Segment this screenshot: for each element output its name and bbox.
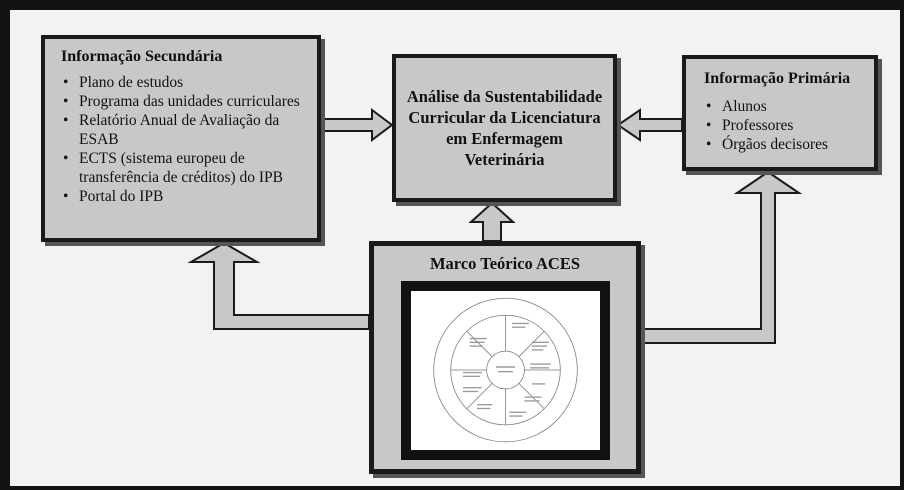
arrow-aces-to-analysis bbox=[468, 201, 516, 242]
analysis-box: Análise da Sustentabilidade Curricular d… bbox=[392, 54, 617, 202]
arrow-aces-to-primary bbox=[640, 170, 803, 344]
aces-circle-graphic bbox=[433, 297, 578, 443]
primary-info-list: Alunos Professores Órgãos decisores bbox=[704, 97, 868, 154]
list-item: Plano de estudos bbox=[61, 73, 311, 92]
arrow-secondary-to-analysis bbox=[321, 108, 394, 142]
secondary-info-box: Informação Secundária Plano de estudos P… bbox=[41, 35, 321, 242]
analysis-title: Análise da Sustentabilidade Curricular d… bbox=[406, 87, 603, 169]
secondary-info-list: Plano de estudos Programa das unidades c… bbox=[61, 73, 311, 206]
list-item: Órgãos decisores bbox=[704, 135, 868, 154]
primary-info-title: Informação Primária bbox=[704, 70, 851, 87]
arrow-aces-to-secondary bbox=[187, 241, 370, 330]
primary-info-box: Informação Primária Alunos Professores Ó… bbox=[682, 55, 878, 171]
aces-circle-diagram-image bbox=[401, 281, 610, 460]
arrow-primary-to-analysis bbox=[616, 108, 683, 142]
list-item: Programa das unidades curriculares bbox=[61, 92, 311, 111]
aces-framework-box: Marco Teórico ACES bbox=[369, 241, 641, 474]
aces-title: Marco Teórico ACES bbox=[429, 254, 581, 273]
list-item: Relatório Anual de Avaliação da ESAB bbox=[61, 111, 311, 149]
list-item: Portal do IPB bbox=[61, 187, 311, 206]
list-item: ECTS (sistema europeu de transferência d… bbox=[61, 149, 311, 187]
secondary-info-title: Informação Secundária bbox=[61, 48, 223, 65]
list-item: Professores bbox=[704, 116, 868, 135]
list-item: Alunos bbox=[704, 97, 868, 116]
